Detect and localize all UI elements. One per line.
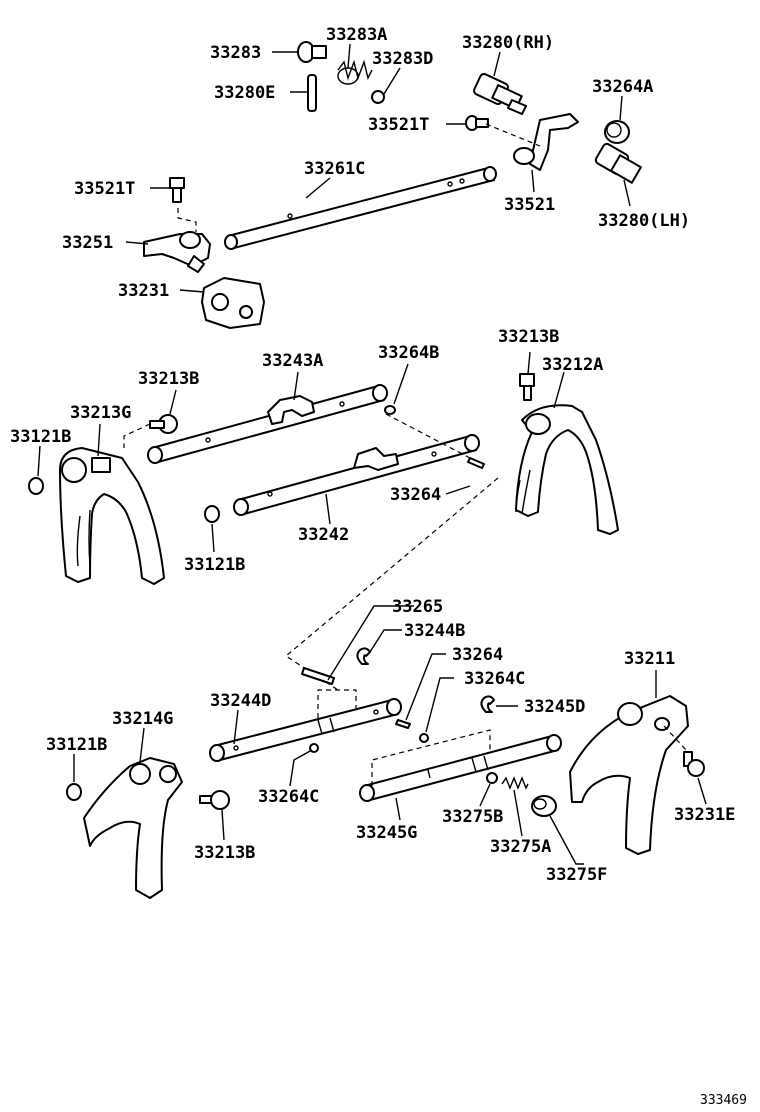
part-33213B-bolt-c [199,790,230,810]
part-33245D-clip [480,695,495,713]
label-33521T-b: 33521T [74,179,135,199]
part-33521-lever [513,113,579,171]
part-33275A-spring [501,776,529,790]
part-33231-block [201,277,265,329]
part-33265-pin [301,667,335,685]
part-33213B-bolt-a [519,373,535,401]
part-33275F-plug [531,795,557,817]
label-33214G: 33214G [112,709,173,729]
label-33231: 33231 [118,281,169,301]
label-33244B: 33244B [404,621,465,641]
part-33211-fork [569,695,689,855]
part-labels: 33283 33283A 33283D 33280E 33280(RH) 332… [10,25,747,1108]
label-33280RH: 33280(RH) [462,33,554,53]
label-33283A: 33283A [326,25,387,45]
part-33283D-ball [371,90,385,104]
part-33283A-spring [337,59,373,85]
part-33251-lever [143,231,211,273]
part-33264B-ball-a [384,405,396,415]
label-33275F: 33275F [546,865,607,885]
label-33264A: 33264A [592,77,653,97]
part-33521T-bolt-a [465,115,489,131]
label-33231E: 33231E [674,805,735,825]
label-33264B-a: 33264B [378,343,439,363]
label-33121B-b: 33121B [184,555,245,575]
diagram-id: 333469 [700,1093,747,1108]
label-33213B-a: 33213B [498,327,559,347]
part-33121B-ring-c [66,783,82,801]
label-33521T-a: 33521T [368,115,429,135]
label-33264C-b: 33264C [258,787,319,807]
part-33261C-shaft [224,166,497,250]
label-33264-a: 33264 [390,485,441,505]
label-33283D: 33283D [372,49,433,69]
label-33244D: 33244D [210,691,271,711]
label-33283: 33283 [210,43,261,63]
label-33242: 33242 [298,525,349,545]
label-33245D: 33245D [524,697,585,717]
label-33213B-b: 33213B [138,369,199,389]
label-33280E: 33280E [214,83,275,103]
leader-lines [37,43,707,865]
label-33212A: 33212A [542,355,603,375]
label-33245G: 33245G [356,823,417,843]
label-33280LH: 33280(LH) [598,211,690,231]
part-33283-bolt [297,41,327,63]
part-33212A-fork [515,404,619,535]
part-33280LH-switch [594,142,642,184]
label-33121B-c: 33121B [46,735,107,755]
part-33275B-ball [486,772,498,784]
part-33214G-fork [83,757,183,899]
part-33244D-shaft [209,698,402,762]
part-33280RH-switch [473,73,527,115]
label-33121B-a: 33121B [10,427,71,447]
part-33264-pin-b [395,719,411,729]
part-33521T-bolt-b [169,177,185,203]
label-33251: 33251 [62,233,113,253]
part-33264C-ball-a [419,733,429,743]
label-33275A: 33275A [490,837,551,857]
part-33213G-fork [59,447,165,585]
label-33261C: 33261C [304,159,365,179]
part-33244B-clip [356,647,371,665]
label-33213B-c: 33213B [194,843,255,863]
label-33265: 33265 [392,597,443,617]
label-33211: 33211 [624,649,675,669]
part-33264-pin-a [467,457,485,469]
part-33121B-ring-b [204,505,220,523]
part-33245G-shaft [359,734,562,802]
part-33264A-cap [604,120,630,144]
label-33521: 33521 [504,195,555,215]
label-33243A: 33243A [262,351,323,371]
part-33280E-pin [307,74,317,112]
label-33275B: 33275B [442,807,503,827]
part-33213B-bolt-b [149,414,178,434]
part-33121B-ring-a [28,477,44,495]
part-33231E-bolt [683,751,705,777]
label-33213G: 33213G [70,403,131,423]
part-33243A-shaft [147,384,388,464]
label-33264-b: 33264 [452,645,503,665]
label-33264C-a: 33264C [464,669,525,689]
part-33242-shaft [233,434,480,516]
